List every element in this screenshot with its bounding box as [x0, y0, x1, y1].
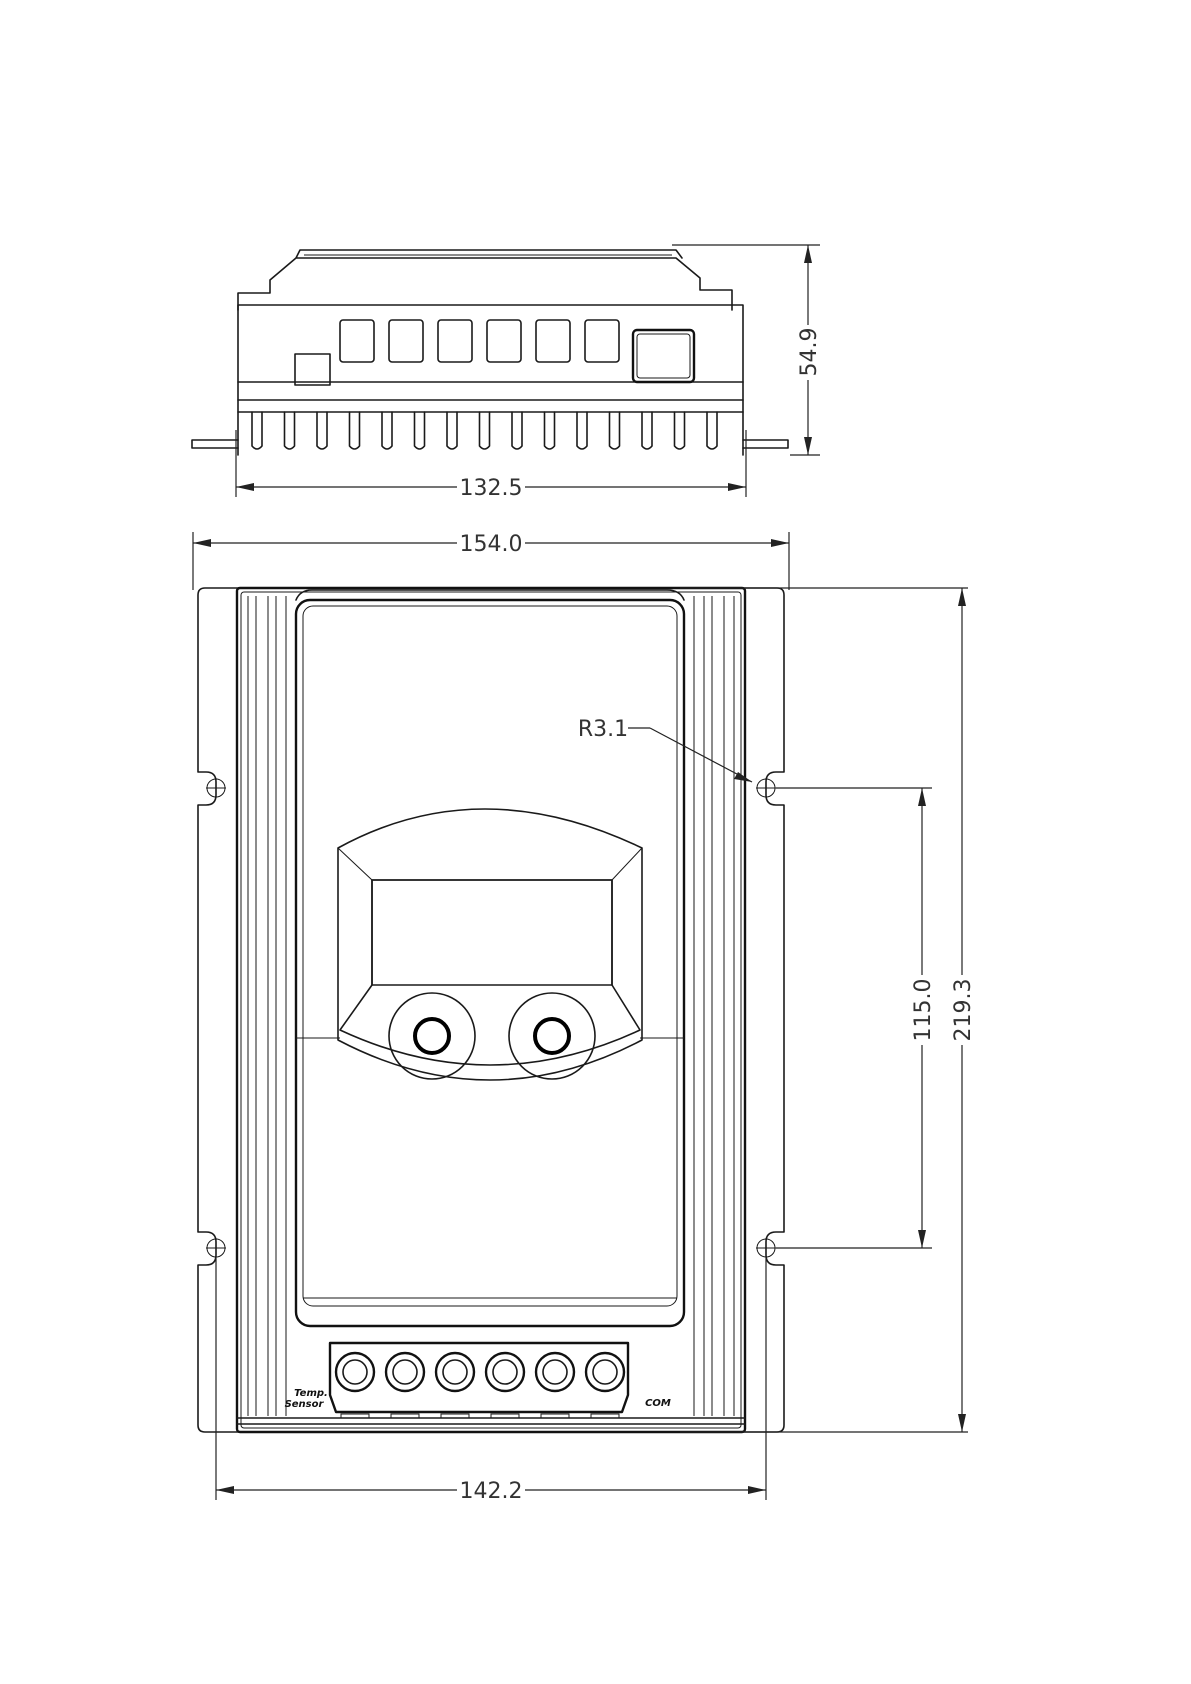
button-right	[509, 993, 595, 1079]
terminal-connector	[486, 1353, 524, 1391]
side-view-width-dimension: 132.5	[236, 430, 746, 501]
terminal-connector	[336, 1353, 374, 1391]
heatsink-fin	[447, 412, 457, 449]
heatsink-fin	[642, 412, 652, 449]
side-view-heatsink-fins	[252, 412, 717, 449]
heatsink-fin	[382, 412, 392, 449]
front-height-label: 219.3	[951, 979, 976, 1042]
side-view-com-port	[633, 330, 694, 382]
mount-hole-bottom-right	[756, 1238, 776, 1258]
display-bezel	[338, 809, 642, 1080]
heatsink-fin	[350, 412, 360, 449]
mount-hole-top-left	[206, 778, 226, 798]
side-width-label: 132.5	[460, 476, 523, 501]
heatsink-fin	[545, 412, 555, 449]
heatsink-fin	[577, 412, 587, 449]
com-label: COM	[645, 1398, 671, 1409]
heatsink-fin	[252, 412, 262, 449]
radius-label: R3.1	[578, 717, 628, 742]
front-view-side-rails	[248, 596, 734, 1416]
front-view-panel-face	[296, 600, 684, 1326]
front-view: Temp. Sensor COM R3.1	[198, 588, 784, 1432]
hole-spacing-vertical-label: 115.0	[911, 979, 936, 1042]
side-view-terminal-3	[438, 320, 472, 362]
lcd-screen	[372, 880, 612, 985]
side-height-label: 54.9	[797, 328, 822, 377]
terminal-connector	[586, 1353, 624, 1391]
heatsink-fin	[707, 412, 717, 449]
heatsink-fin	[480, 412, 490, 449]
side-view-terminal-6	[585, 320, 619, 362]
heatsink-fin	[285, 412, 295, 449]
hole-spacing-horizontal-label: 142.2	[460, 1479, 523, 1504]
side-view-cover	[238, 250, 732, 310]
terminal-connector	[436, 1353, 474, 1391]
temp-sensor-label-line1: Temp.	[294, 1388, 328, 1399]
side-view-terminal-1	[340, 320, 374, 362]
mount-hole-top-right	[756, 778, 776, 798]
button-left	[389, 993, 475, 1079]
heatsink-fin	[415, 412, 425, 449]
temp-sensor-label-line2: Sensor	[285, 1399, 325, 1410]
terminal-connector	[386, 1353, 424, 1391]
heatsink-fin	[610, 412, 620, 449]
side-view-terminal-2	[389, 320, 423, 362]
side-view-base-band	[238, 382, 743, 412]
front-width-label: 154.0	[460, 532, 523, 557]
radius-callout: R3.1	[578, 717, 752, 782]
side-view-flange-right	[743, 440, 788, 448]
terminal-connectors	[336, 1353, 624, 1391]
front-view-width-dimension: 154.0	[193, 532, 789, 590]
side-view-terminal-5	[536, 320, 570, 362]
heatsink-fin	[675, 412, 685, 449]
terminal-connector	[536, 1353, 574, 1391]
heatsink-fin	[317, 412, 327, 449]
side-view-terminal-4	[487, 320, 521, 362]
terminal-block	[330, 1343, 628, 1412]
side-view-sensor-port	[295, 354, 330, 385]
side-view-flange-left	[192, 440, 238, 448]
side-view-com-port-inner	[637, 334, 690, 378]
heatsink-fin	[512, 412, 522, 449]
hole-spacing-vertical-dimension: 115.0	[776, 788, 936, 1248]
mount-hole-bottom-left	[206, 1238, 226, 1258]
side-view	[192, 250, 788, 455]
